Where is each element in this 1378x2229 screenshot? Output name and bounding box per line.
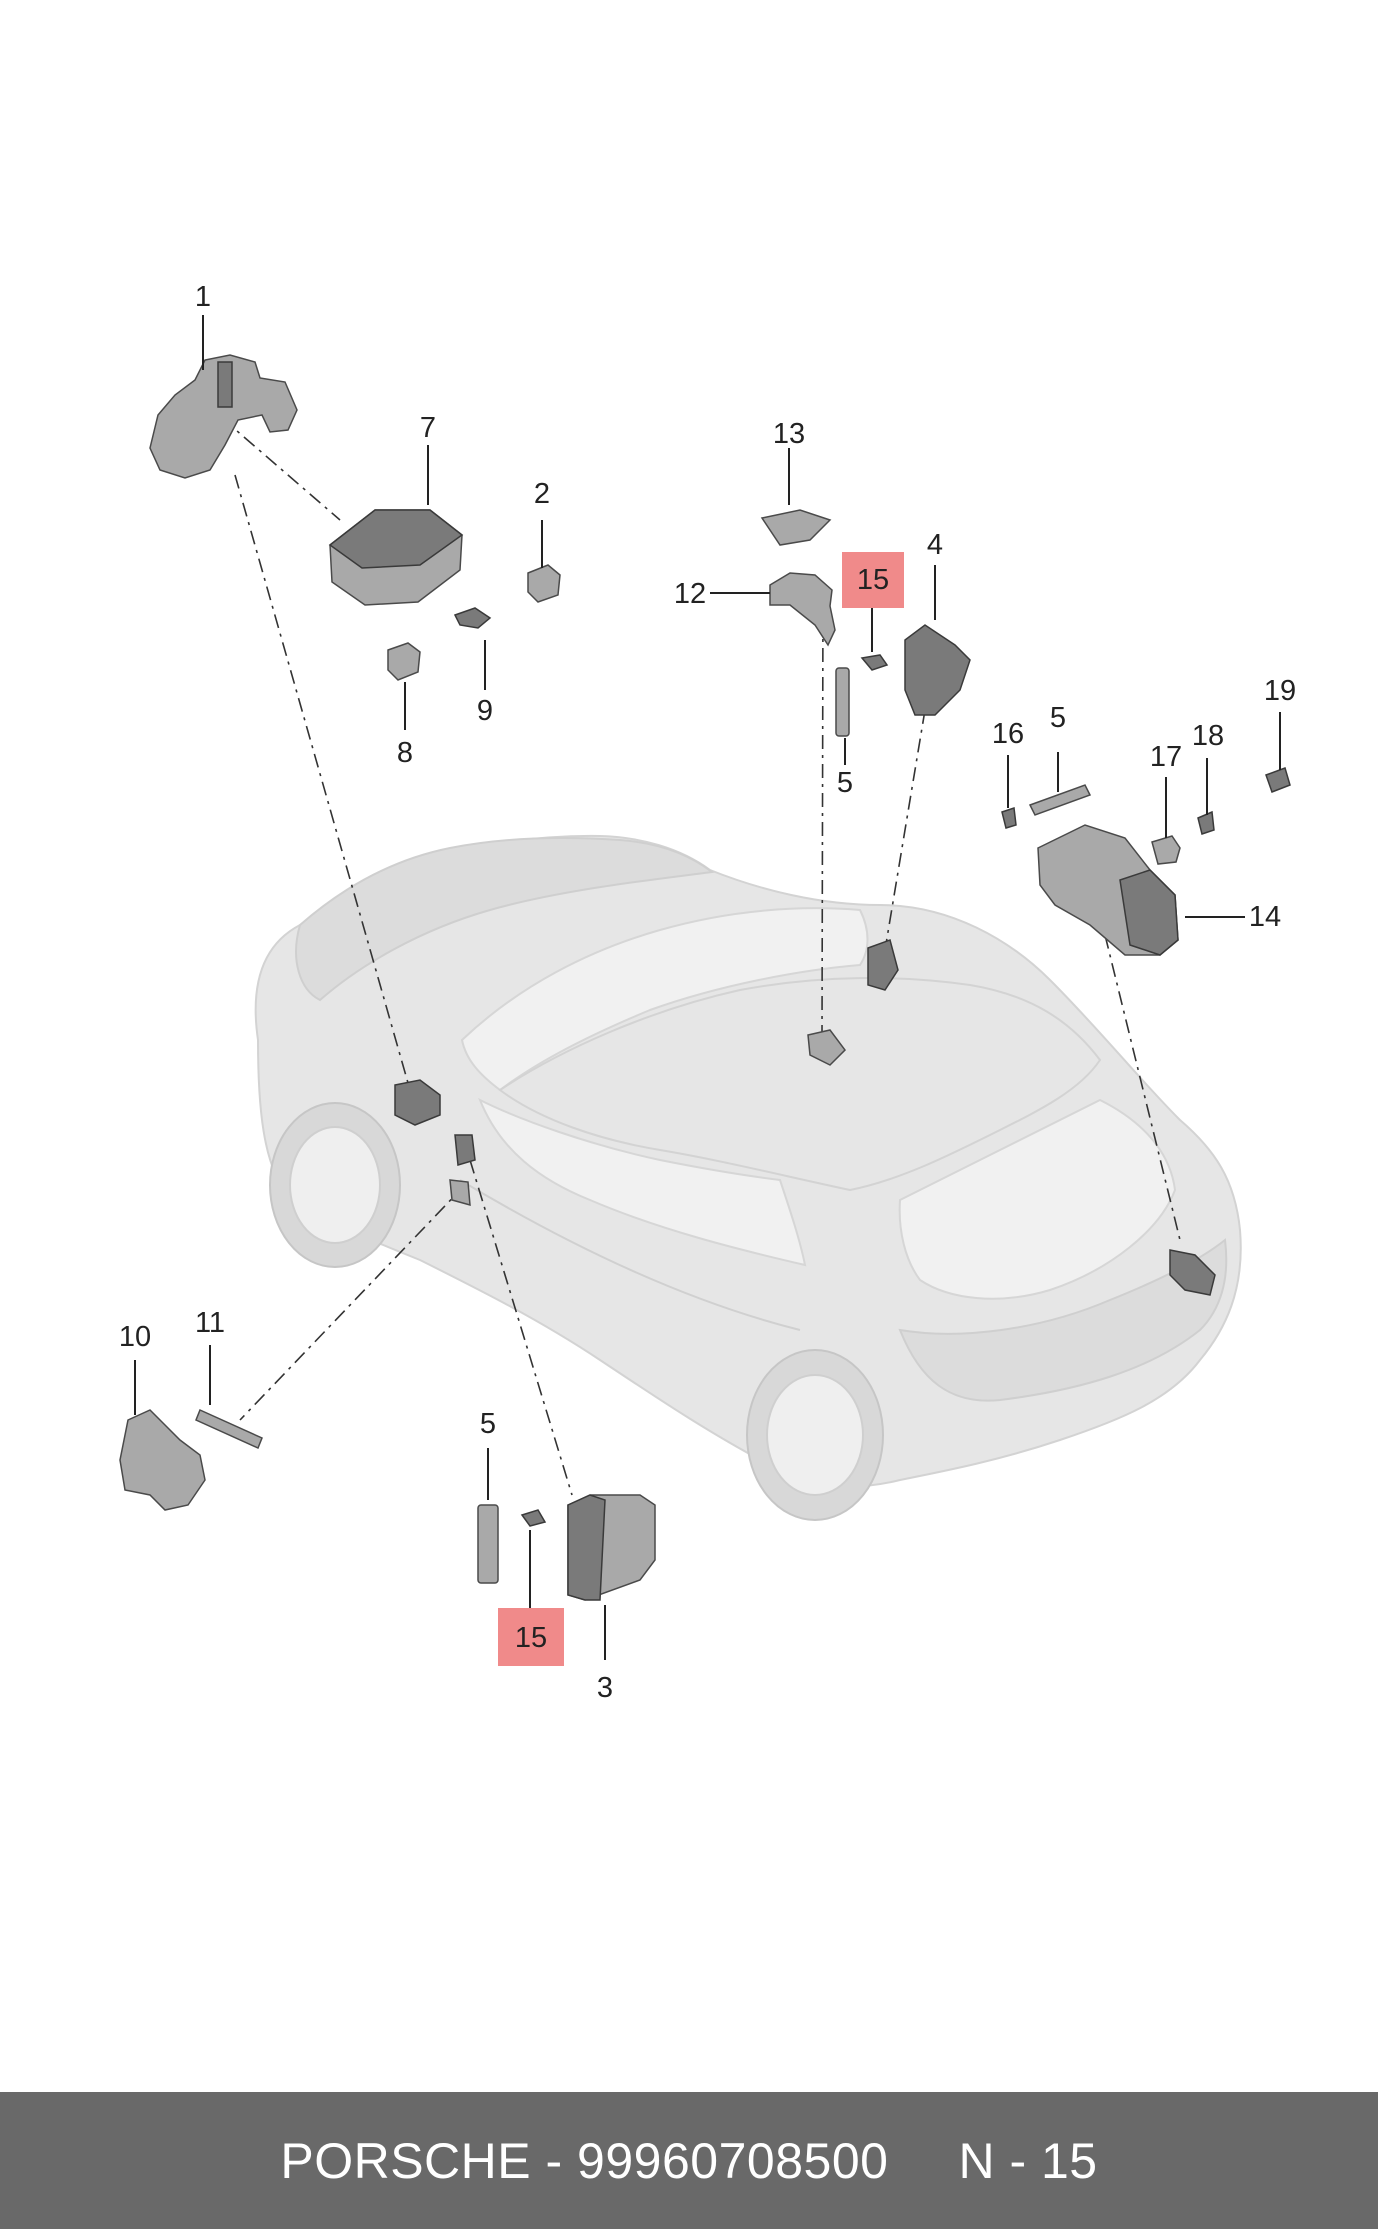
callout-8: 8 xyxy=(397,737,413,769)
part-relay-8 xyxy=(387,642,421,681)
callout-9: 9 xyxy=(477,695,493,727)
callout-16: 16 xyxy=(992,718,1024,750)
callout-19: 19 xyxy=(1264,675,1296,707)
callout-17: 17 xyxy=(1150,741,1182,773)
part-strip-11 xyxy=(195,1408,263,1450)
callout-15-top: 15 xyxy=(857,564,889,596)
callout-3: 3 xyxy=(597,1672,613,1704)
leader-lines xyxy=(134,315,1281,1660)
callout-15-bottom: 15 xyxy=(515,1622,547,1654)
part-relay-17 xyxy=(1151,835,1181,865)
part-9 xyxy=(453,607,492,629)
callout-5-bottom: 5 xyxy=(480,1408,496,1440)
parts-diagram: 1 2 3 4 5 5 5 7 8 9 10 11 12 13 14 15 15… xyxy=(119,281,1296,1704)
callout-10: 10 xyxy=(119,1321,151,1353)
callout-5-top: 5 xyxy=(837,767,853,799)
mount-points xyxy=(394,939,1216,1296)
footer-bar: PORSCHE - 99960708500 N - 15 xyxy=(0,2092,1378,2229)
part-strip-5-right xyxy=(1028,784,1092,816)
callout-highlight-15-bottom xyxy=(498,1608,564,1666)
part-fuse-15-bottom xyxy=(520,1509,547,1527)
part-strip-5-bottom xyxy=(477,1504,499,1584)
callout-5-right: 5 xyxy=(1050,702,1066,734)
callout-13: 13 xyxy=(773,418,805,450)
part-bracket-1 xyxy=(149,354,298,479)
part-cover-4 xyxy=(904,624,971,716)
callout-highlight-15-top xyxy=(842,552,904,608)
callout-labels: 1 2 3 4 5 5 5 7 8 9 10 11 12 13 14 15 15… xyxy=(119,281,1296,1704)
callout-7: 7 xyxy=(420,412,436,444)
part-fusebox-3 xyxy=(567,1494,656,1601)
callout-14: 14 xyxy=(1249,901,1281,933)
part-relay-2 xyxy=(527,564,561,603)
part-fuse-19 xyxy=(1265,767,1291,793)
part-bracket-10 xyxy=(119,1409,206,1511)
part-relay-box-7 xyxy=(328,509,464,606)
callout-1: 1 xyxy=(195,281,211,313)
part-fuse-18 xyxy=(1197,810,1215,835)
vehicle-silhouette xyxy=(254,834,1242,1521)
part-holder-12 xyxy=(769,572,836,647)
callout-18: 18 xyxy=(1192,720,1224,752)
footer-part-number: PORSCHE - 99960708500 xyxy=(280,2132,889,2189)
callout-2: 2 xyxy=(534,478,550,510)
footer-reference: N - 15 xyxy=(958,2132,1098,2189)
part-fusebox-14 xyxy=(1037,824,1179,956)
part-fuse-15-top xyxy=(860,654,889,671)
part-strip-5-top xyxy=(835,667,850,737)
callout-12: 12 xyxy=(674,578,706,610)
part-fuse-16 xyxy=(1001,806,1017,829)
callout-11: 11 xyxy=(195,1307,225,1339)
connection-lines xyxy=(221,417,1181,1496)
callout-4: 4 xyxy=(927,529,943,561)
part-cover-13 xyxy=(760,509,832,546)
